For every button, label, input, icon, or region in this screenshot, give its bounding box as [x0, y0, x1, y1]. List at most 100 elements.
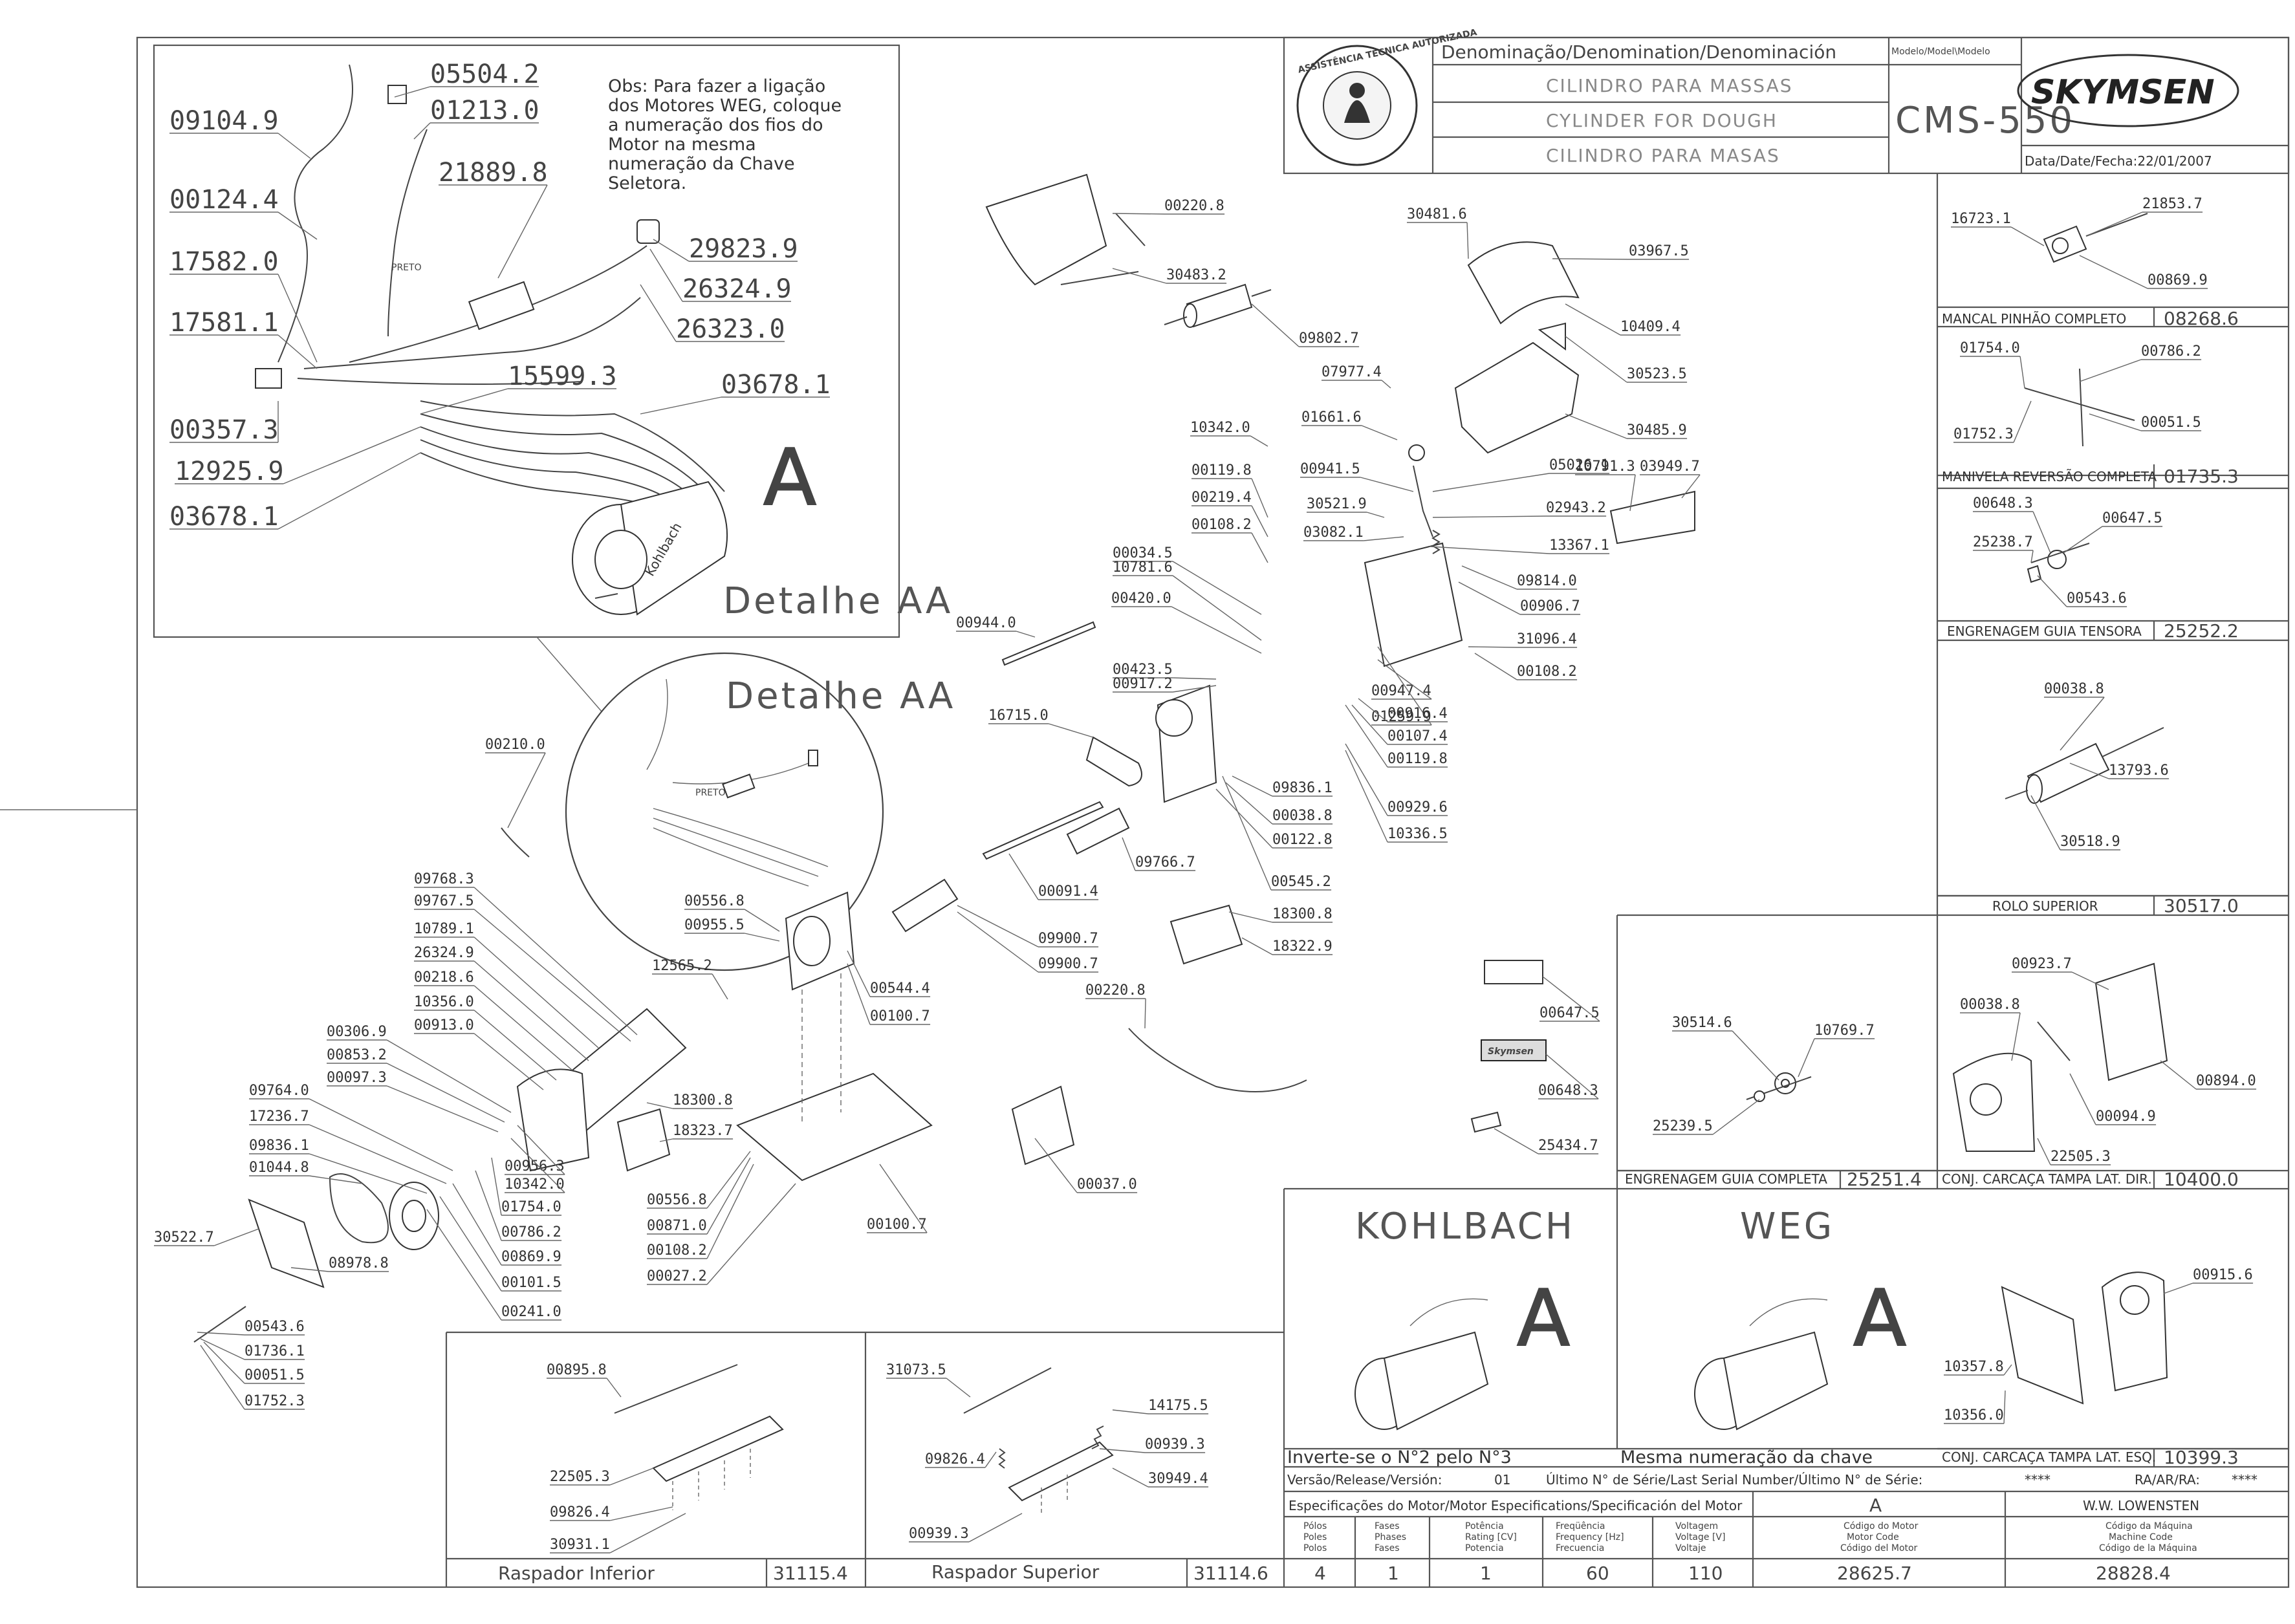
- obs-line-2: dos Motores WEG, coloque: [608, 96, 842, 116]
- part-label-large-2: 09104.9: [169, 106, 279, 136]
- guard-30485: [1454, 341, 1580, 454]
- part-label-129: 00939.3: [909, 1526, 969, 1542]
- part-label-21-leader: [1429, 546, 1550, 554]
- large-part-labels: 05504.201213.009104.921889.800124.417582…: [169, 60, 831, 532]
- part-label-26: 00906.7: [1520, 598, 1580, 614]
- tampa-dir-parts: [1952, 962, 2168, 1152]
- circle-caption: Detalhe AA: [726, 675, 955, 717]
- part-label-86-leader: [213, 1228, 259, 1246]
- part-label-118-leader: [2003, 1364, 2012, 1376]
- tampa-esq-title: CONJ. CARCAÇA TAMPA LAT. ESQ. 10399.3: [1942, 1447, 2239, 1468]
- part-label-28: 31096.4: [1517, 631, 1577, 647]
- part-label-66: 18300.8: [673, 1092, 733, 1109]
- plate-30522: [1011, 1085, 1075, 1165]
- machine-name-en: CYLINDER FOR DOUGH: [1546, 110, 1778, 131]
- part-label-72: 00956.3: [505, 1158, 565, 1175]
- eng-tensora-code: 25252.2: [2164, 620, 2239, 642]
- eng-completa-title-text: ENGRENAGEM GUIA COMPLETA: [1625, 1171, 1827, 1187]
- part-label-65: 00097.3: [327, 1070, 387, 1086]
- part-label-11: 00941.5: [1300, 461, 1360, 477]
- part-label-49-leader: [744, 909, 780, 932]
- part-label-64: 00853.2: [327, 1047, 387, 1063]
- kohlbach-letter: A: [1517, 1274, 1570, 1364]
- selector-switch: [468, 281, 535, 330]
- part-label-104: 25238.7: [1973, 534, 2033, 550]
- roller-09766: [1066, 807, 1130, 855]
- part-label-95-leader: [2010, 226, 2045, 246]
- spec-rating-value: 1: [1480, 1563, 1492, 1584]
- part-label-78: 00241.0: [501, 1304, 561, 1320]
- part-label-44: 09766.7: [1135, 854, 1195, 871]
- raspador-panels: Raspador Inferior 31115.4 Raspador Super…: [445, 1331, 1284, 1587]
- model-header: Modelo/Model\Modelo: [1891, 47, 1990, 57]
- part-label-104-leader: [2030, 550, 2034, 563]
- mancal-code: 08268.6: [2164, 308, 2239, 329]
- part-label-118: 10357.8: [1944, 1359, 2004, 1375]
- obs-line-1: Obs: Para fazer a ligação: [608, 76, 825, 96]
- part-label-122: 09826.4: [550, 1504, 610, 1521]
- belt-01044: [329, 1173, 389, 1244]
- rolo-title: ROLO SUPERIOR 30517.0: [1937, 894, 2289, 916]
- part-label-48-leader: [1241, 937, 1273, 955]
- manivela-code: 01735.3: [2164, 466, 2239, 487]
- tampa-dir-title: CONJ. CARCAÇA TAMPA LAT. DIR. 10400.0: [1942, 1169, 2239, 1190]
- part-label-117-leader: [2163, 1283, 2193, 1294]
- part-label-9-leader: [1565, 413, 1627, 439]
- part-label-large-4: 00124.4: [169, 185, 279, 215]
- part-label-88: 00543.6: [245, 1319, 305, 1335]
- pulley-00871: [389, 1182, 439, 1250]
- part-label-101-leader: [2089, 413, 2142, 431]
- spec-phases-value: 1: [1387, 1563, 1399, 1584]
- part-label-35: 16715.0: [988, 708, 1049, 724]
- part-label-114: 00894.0: [2196, 1073, 2256, 1089]
- part-label-10-leader: [1250, 435, 1268, 447]
- part-label-48: 18322.9: [1272, 938, 1332, 955]
- part-label-91: 01752.3: [245, 1393, 305, 1409]
- part-label-75: 00786.2: [501, 1224, 561, 1240]
- part-label-5-leader: [1565, 303, 1621, 336]
- part-label-57: 09767.5: [414, 893, 474, 909]
- detail-aa-circle: Detalhe AA PRETO: [565, 652, 955, 971]
- spec-phases-h3: Fases: [1375, 1543, 1400, 1554]
- part-label-124: 31073.5: [886, 1362, 946, 1378]
- part-label-129-leader: [968, 1513, 1023, 1543]
- part-label-42: 00122.8: [1272, 832, 1332, 848]
- spec-motor-code-h2: Motor Code: [1847, 1532, 1899, 1543]
- part-label-72-leader: [517, 1125, 565, 1175]
- part-label-66-leader: [646, 1102, 673, 1109]
- part-label-60-leader: [473, 985, 573, 1071]
- part-label-127: 00939.3: [1145, 1436, 1205, 1453]
- part-label-32-leader: [1377, 659, 1432, 700]
- part-label-58: 10789.1: [414, 921, 474, 937]
- part-label-78-leader: [426, 1209, 502, 1321]
- part-label-15-leader: [1251, 478, 1268, 518]
- part-label-121-leader: [609, 1467, 654, 1486]
- part-label-large-2-leader: [277, 133, 311, 159]
- part-label-82-leader: [706, 1183, 796, 1285]
- part-label-84-leader: [1034, 1138, 1078, 1193]
- denomination-header: Denominação/Denomination/Denominación: [1441, 41, 1836, 63]
- part-label-large-9: 17581.1: [169, 308, 279, 338]
- part-label-83-leader: [879, 1164, 928, 1233]
- part-label-68: 09764.0: [249, 1083, 309, 1099]
- version-label: Versão/Release/Versión:: [1287, 1472, 1442, 1488]
- part-label-large-3: 21889.8: [439, 158, 548, 188]
- part-label-33-leader: [1377, 646, 1432, 726]
- part-label-36: 00107.4: [1387, 728, 1448, 744]
- kohlbach-title: KOHLBACH: [1355, 1206, 1575, 1248]
- shaft-00091: [982, 801, 1104, 860]
- part-label-large-8-leader: [640, 284, 677, 342]
- decal-25434: [1484, 960, 1543, 984]
- belt-guard-08978: [1128, 1028, 1307, 1092]
- part-label-large-11: 03678.1: [721, 370, 831, 400]
- part-label-115-leader: [2069, 1073, 2096, 1125]
- part-label-2: 09802.7: [1299, 330, 1359, 347]
- part-label-106: 00038.8: [2044, 681, 2104, 697]
- top-roller-09802: [1164, 283, 1272, 328]
- spec-voltage-h1: Voltagem: [1675, 1521, 1718, 1532]
- part-label-91-leader: [200, 1345, 245, 1410]
- eng-completa-code: 25251.4: [1847, 1169, 1922, 1190]
- part-label-77: 00101.5: [501, 1275, 561, 1291]
- part-label-94: 25434.7: [1538, 1138, 1598, 1154]
- part-label-51: 09900.7: [1038, 931, 1098, 947]
